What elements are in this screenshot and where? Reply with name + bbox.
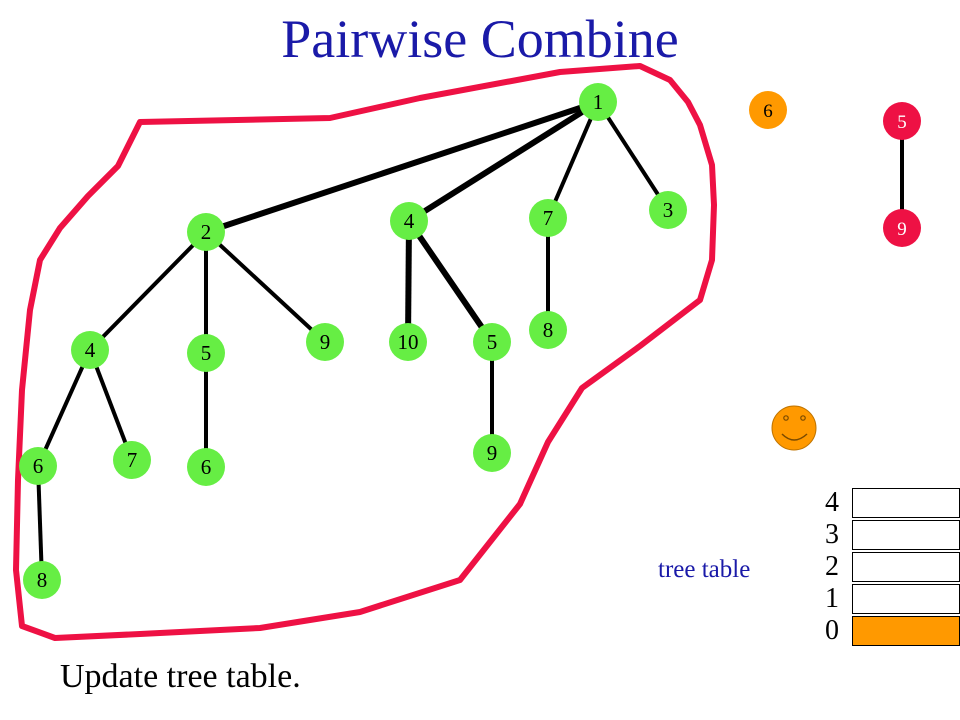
edge-n2-n4b (88, 230, 208, 352)
node-key: 9 (897, 219, 907, 240)
node-key: 5 (897, 112, 907, 133)
tree-node-n9a: 9 (306, 323, 344, 361)
tree-node-n6a: 6 (19, 447, 57, 485)
node-circle (529, 311, 567, 349)
tree-node-n8b: 8 (23, 561, 61, 599)
node-circle (883, 209, 921, 247)
node-circle (71, 331, 109, 369)
slide-caption: Update tree table. (60, 658, 301, 695)
node-circle (529, 199, 567, 237)
tree-node-n6c: 6 (749, 91, 787, 129)
node-circle (187, 334, 225, 372)
tree-node-n4a: 4 (390, 202, 428, 240)
tree-node-n8a: 8 (529, 311, 567, 349)
edge-n4a-n5b (406, 219, 495, 344)
tree-node-n2: 2 (187, 213, 225, 251)
node-circle (883, 102, 921, 140)
node-circle (113, 441, 151, 479)
node-key: 7 (127, 448, 138, 472)
tree-table-cell (852, 616, 960, 646)
node-circle (649, 191, 687, 229)
edge-n1-n4a (407, 99, 600, 224)
node-key: 6 (763, 101, 773, 122)
edge-n1-n3 (596, 100, 670, 212)
node-circle (473, 434, 511, 472)
tree-table-cell (852, 488, 960, 518)
node-key: 9 (320, 330, 331, 354)
tree-table-index: 4 (825, 487, 839, 518)
tree-node-n5c: 5 (883, 102, 921, 140)
tree-table-index: 3 (825, 519, 839, 550)
node-key: 2 (201, 220, 212, 244)
node-key: 9 (487, 441, 498, 465)
node-circle (19, 447, 57, 485)
edge-n2-n9a (204, 230, 327, 344)
node-key: 5 (487, 330, 498, 354)
tree-node-n9c: 9 (883, 209, 921, 247)
node-circle (23, 561, 61, 599)
tree-node-n7a: 7 (529, 199, 567, 237)
tree-node-n1: 1 (579, 83, 617, 121)
node-circle (187, 448, 225, 486)
node-key: 1 (593, 90, 604, 114)
node-key: 5 (201, 341, 212, 365)
tree-table-index: 1 (825, 583, 839, 614)
smiley-face-icon (771, 405, 817, 451)
node-key: 10 (398, 330, 419, 354)
tree-node-n7b: 7 (113, 441, 151, 479)
slide-title: Pairwise Combine (281, 9, 679, 69)
node-circle (187, 213, 225, 251)
edge-n4a-n10 (405, 220, 412, 343)
node-key: 8 (37, 568, 48, 592)
tree-table-label: tree table (658, 556, 751, 583)
node-circle (473, 323, 511, 361)
tree-node-n6b: 6 (187, 448, 225, 486)
edge-n1-n7a (546, 101, 600, 219)
node-circle (306, 323, 344, 361)
tree-node-n3: 3 (649, 191, 687, 229)
tree-node-n5a: 5 (187, 334, 225, 372)
node-key: 4 (404, 209, 415, 233)
node-key: 6 (33, 454, 44, 478)
node-key: 8 (543, 318, 554, 342)
edge-n4b-n6a (36, 349, 92, 467)
tree-node-n10: 10 (389, 323, 427, 361)
tree-table-index: 0 (825, 615, 839, 646)
node-key: 6 (201, 455, 212, 479)
edge-n6a-n8b (36, 465, 44, 581)
node-circle (579, 83, 617, 121)
node-key: 4 (85, 338, 96, 362)
node-circle (390, 202, 428, 240)
tree-table-cell (852, 520, 960, 550)
node-circle (389, 323, 427, 361)
tree-node-n9b: 9 (473, 434, 511, 472)
tree-node-n4b: 4 (71, 331, 109, 369)
edge-n4b-n7b (88, 349, 134, 461)
tree-table-cell (852, 552, 960, 582)
tree-table-index: 2 (825, 551, 839, 582)
node-key: 3 (663, 198, 674, 222)
tree-table-cell (852, 584, 960, 614)
node-circle (749, 91, 787, 129)
edge-n1-n2 (205, 99, 599, 235)
selection-outline (13, 63, 717, 641)
tree-node-n5b: 5 (473, 323, 511, 361)
node-key: 7 (543, 206, 554, 230)
